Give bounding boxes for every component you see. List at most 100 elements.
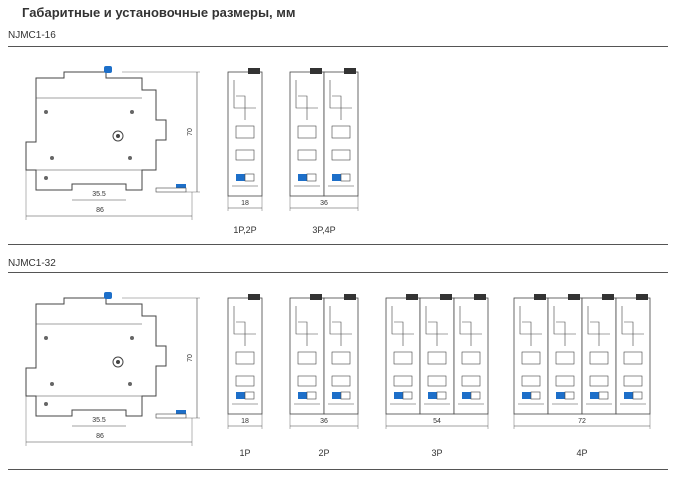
module-slot xyxy=(555,375,575,387)
module-slot xyxy=(297,149,317,161)
dim-label-rail: 35.5 xyxy=(92,417,106,424)
dim-label-width: 18 xyxy=(241,200,249,207)
screw-dot xyxy=(130,110,134,114)
front-view-0-1 xyxy=(289,68,359,211)
module-slot xyxy=(427,375,447,387)
module-terminal-screw xyxy=(244,391,255,400)
pole-caption: 3P xyxy=(431,448,443,458)
module-terminal xyxy=(298,392,307,399)
module-terminal-screw xyxy=(306,173,317,182)
module-top-cap xyxy=(344,294,356,300)
module-slot xyxy=(235,375,255,387)
breaker-body xyxy=(25,297,167,417)
module-slot xyxy=(589,375,609,387)
module-terminal-screw xyxy=(530,391,541,400)
section-rule-njmc1-32 xyxy=(8,272,668,273)
screw-dot xyxy=(128,156,132,160)
module-terminal-screw xyxy=(340,391,351,400)
module-window xyxy=(461,351,481,365)
module-terminal-screw xyxy=(598,391,609,400)
pivot-center xyxy=(116,134,120,138)
module-terminal xyxy=(298,174,307,181)
module-schematic xyxy=(329,306,352,346)
module-top-cap xyxy=(310,68,322,74)
din-clip xyxy=(176,184,186,190)
module-slot xyxy=(297,375,317,387)
breaker-body xyxy=(25,71,167,191)
dim-label-height: 70 xyxy=(187,354,194,362)
module-schematic xyxy=(519,306,542,346)
module-terminal xyxy=(556,392,565,399)
module-schematic xyxy=(233,80,256,120)
page-title: Габаритные и установочные размеры, мм xyxy=(22,5,296,20)
screw-dot xyxy=(44,336,48,340)
side-view-1 xyxy=(25,66,200,220)
section-divider xyxy=(8,244,668,245)
module-window xyxy=(331,125,351,139)
module-top-cap xyxy=(310,294,322,300)
dim-label-rail: 35.5 xyxy=(92,191,106,198)
pole-caption: 4P xyxy=(576,448,588,458)
toggle-lever xyxy=(104,66,112,73)
module-window xyxy=(427,351,447,365)
module-window xyxy=(589,351,609,365)
section-rule-bottom xyxy=(8,469,668,470)
pivot-center xyxy=(116,360,120,364)
dim-label-width: 36 xyxy=(320,418,328,425)
front-view-1-3 xyxy=(513,294,651,429)
module-window xyxy=(235,351,255,365)
module-top-cap xyxy=(248,294,260,300)
module-terminal xyxy=(428,392,437,399)
module-terminal xyxy=(462,392,471,399)
dim-label-depth: 86 xyxy=(96,433,104,440)
module-top-cap xyxy=(636,294,648,300)
module-window xyxy=(555,351,575,365)
module-schematic xyxy=(459,306,482,346)
module-window xyxy=(297,351,317,365)
module-slot xyxy=(461,375,481,387)
module-terminal xyxy=(332,174,341,181)
front-view-1-2 xyxy=(385,294,489,429)
toggle-lever xyxy=(104,292,112,299)
section-model-njmc1-16: NJMC1-16 xyxy=(8,30,56,41)
screw-dot xyxy=(50,156,54,160)
module-schematic xyxy=(621,306,644,346)
module-terminal xyxy=(590,392,599,399)
dim-label-width: 72 xyxy=(578,418,586,425)
side-view-2 xyxy=(25,292,200,446)
module-schematic xyxy=(233,306,256,346)
module-top-cap xyxy=(474,294,486,300)
pole-caption: 2P xyxy=(318,448,330,458)
front-view-0-0 xyxy=(227,68,263,211)
module-top-cap xyxy=(344,68,356,74)
module-terminal-screw xyxy=(470,391,481,400)
module-window xyxy=(623,351,643,365)
module-top-cap xyxy=(406,294,418,300)
module-terminal xyxy=(236,174,245,181)
screw-dot xyxy=(44,402,48,406)
module-top-cap xyxy=(248,68,260,74)
module-top-cap xyxy=(568,294,580,300)
dim-label-depth: 86 xyxy=(96,207,104,214)
screw-dot xyxy=(130,336,134,340)
module-terminal xyxy=(624,392,633,399)
module-window xyxy=(297,125,317,139)
module-slot xyxy=(331,149,351,161)
pole-caption: 1P,2P xyxy=(233,225,257,235)
dim-label-width: 18 xyxy=(241,418,249,425)
module-terminal-screw xyxy=(564,391,575,400)
module-terminal xyxy=(332,392,341,399)
dim-label-height: 70 xyxy=(187,128,194,136)
module-terminal xyxy=(236,392,245,399)
module-terminal xyxy=(394,392,403,399)
dim-label-width: 36 xyxy=(320,200,328,207)
module-schematic xyxy=(587,306,610,346)
module-schematic xyxy=(329,80,352,120)
dim-label-width: 54 xyxy=(433,418,441,425)
module-slot xyxy=(393,375,413,387)
module-slot xyxy=(331,375,351,387)
module-window xyxy=(331,351,351,365)
module-terminal-screw xyxy=(340,173,351,182)
module-schematic xyxy=(391,306,414,346)
